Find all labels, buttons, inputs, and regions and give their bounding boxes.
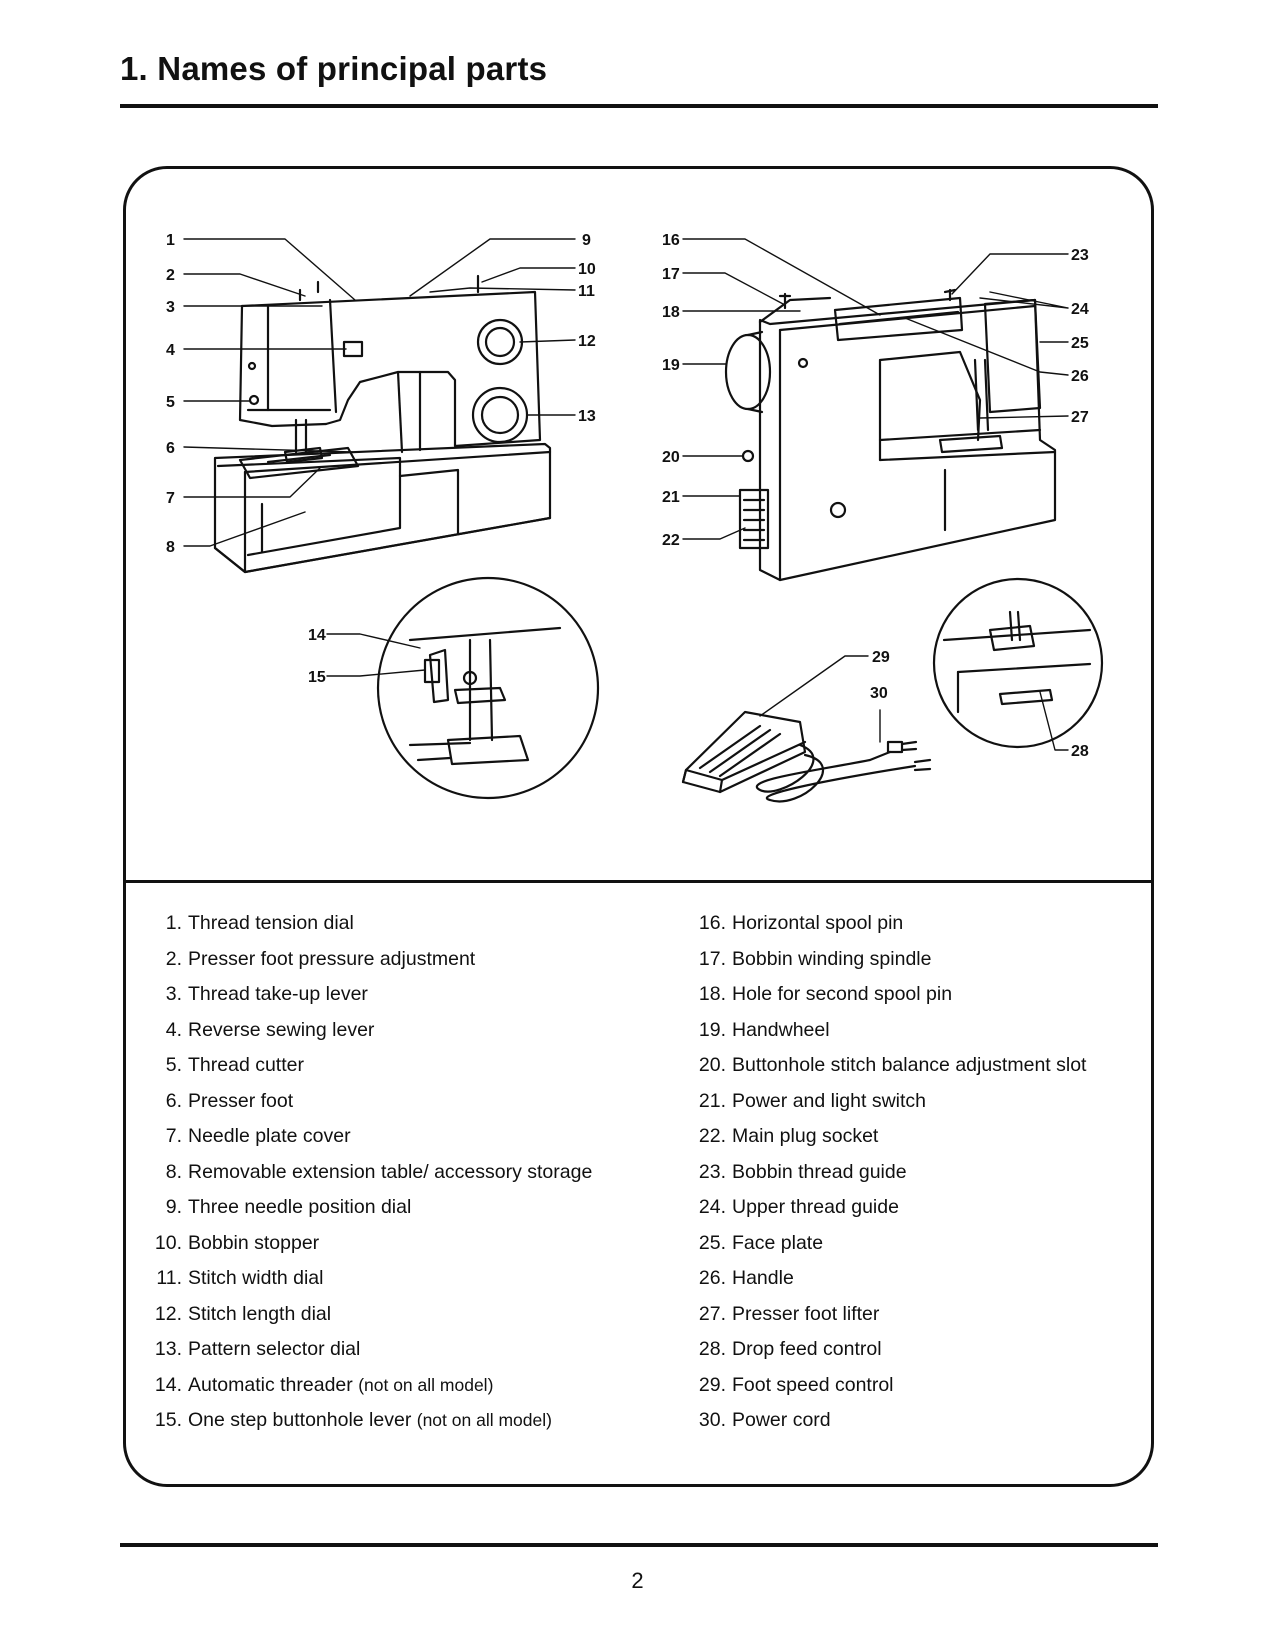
list-item: 17.Bobbin winding spindle [698,947,932,970]
parts-list-left: 1.Thread tension dial 2.Presser foot pre… [150,906,592,1439]
list-item: 16.Horizontal spool pin [698,912,904,934]
threader-detail-drawing [376,576,600,800]
callout-9: 9 [582,232,591,249]
callout-4: 4 [166,342,175,359]
callout-13: 13 [578,408,596,425]
list-item: 24.Upper thread guide [698,1196,899,1218]
list-item: 27.Presser foot lifter [698,1302,880,1325]
callout-28: 28 [1071,743,1089,760]
list-item: 15.One step buttonhole lever (not on all… [154,1409,552,1431]
list-item: 23.Bobbin thread guide [698,1160,907,1183]
list-item: 26.Handle [698,1267,794,1289]
callout-7: 7 [166,490,175,507]
callout-1: 1 [166,232,175,249]
front-machine-drawing [213,274,552,574]
list-item: 20.Buttonhole stitch balance adjustment … [698,1054,1087,1076]
list-item: 14.Automatic threader (not on all model) [154,1373,494,1396]
drop-feed-detail-drawing [932,577,1104,749]
callout-11: 11 [578,283,595,300]
list-item: 7.Needle plate cover [165,1125,351,1147]
callout-26: 26 [1071,368,1089,385]
sewing-machine-illustration: 1 2 3 4 5 6 7 8 9 10 11 12 13 14 15 16 1… [166,232,1104,803]
callout-14: 14 [308,627,326,644]
callout-16: 16 [662,232,680,249]
list-item: 19.Handwheel [698,1018,830,1041]
callout-29: 29 [872,649,890,666]
list-item: 4.Reverse sewing lever [165,1018,375,1041]
leader-lines [183,238,1069,751]
back-machine-drawing [724,288,1057,582]
callout-8: 8 [166,539,175,556]
callout-15: 15 [308,669,326,686]
callout-24: 24 [1071,301,1089,318]
callout-23: 23 [1071,247,1089,264]
list-item: 12.Stitch length dial [154,1302,332,1325]
callout-27: 27 [1071,409,1089,426]
list-item: 25.Face plate [698,1231,824,1254]
callout-12: 12 [578,333,596,350]
list-item: 6.Presser foot [165,1089,294,1112]
page-number: 2 [631,1568,644,1593]
callout-17: 17 [662,266,680,283]
list-item: 22.Main plug socket [698,1125,879,1147]
list-item: 1.Thread tension dial [165,912,354,934]
list-item: 28.Drop feed control [698,1338,882,1360]
callout-6: 6 [166,440,175,457]
callout-22: 22 [662,532,680,549]
list-item: 18.Hole for second spool pin [698,983,953,1005]
list-item: 29.Foot speed control [698,1373,894,1396]
callout-19: 19 [662,357,680,374]
callout-2: 2 [166,267,175,284]
callout-18: 18 [662,304,680,321]
list-item: 21.Power and light switch [698,1089,927,1112]
list-item: 3.Thread take-up lever [165,983,368,1005]
list-item: 11.Stitch width dial [156,1267,324,1289]
callout-25: 25 [1071,335,1089,352]
list-item: 8.Removable extension table/ accessory s… [165,1160,593,1183]
parts-list-right: 16.Horizontal spool pin 17.Bobbin windin… [696,906,1087,1439]
foot-control-drawing [681,710,932,803]
list-item: 10.Bobbin stopper [154,1231,320,1254]
callout-20: 20 [662,449,680,466]
list-item: 13.Pattern selector dial [154,1338,361,1360]
callout-30: 30 [870,685,888,702]
frame-divider [126,880,1152,883]
list-item: 5.Thread cutter [165,1054,304,1076]
callout-3: 3 [166,299,175,316]
callout-5: 5 [166,394,175,411]
callout-21: 21 [662,489,680,506]
parts-frame [123,166,1154,1487]
list-item: 30.Power cord [698,1409,831,1431]
list-item: 9.Three needle position dial [165,1196,412,1218]
model-note: (not on all model) [358,1374,494,1395]
header-rule [120,104,1158,108]
page-title: 1. Names of principal parts [120,50,548,87]
list-item: 2.Presser foot pressure adjustment [165,947,476,970]
footer-rule [120,1543,1158,1547]
callout-10: 10 [578,261,596,278]
model-note: (not on all model) [416,1410,552,1430]
